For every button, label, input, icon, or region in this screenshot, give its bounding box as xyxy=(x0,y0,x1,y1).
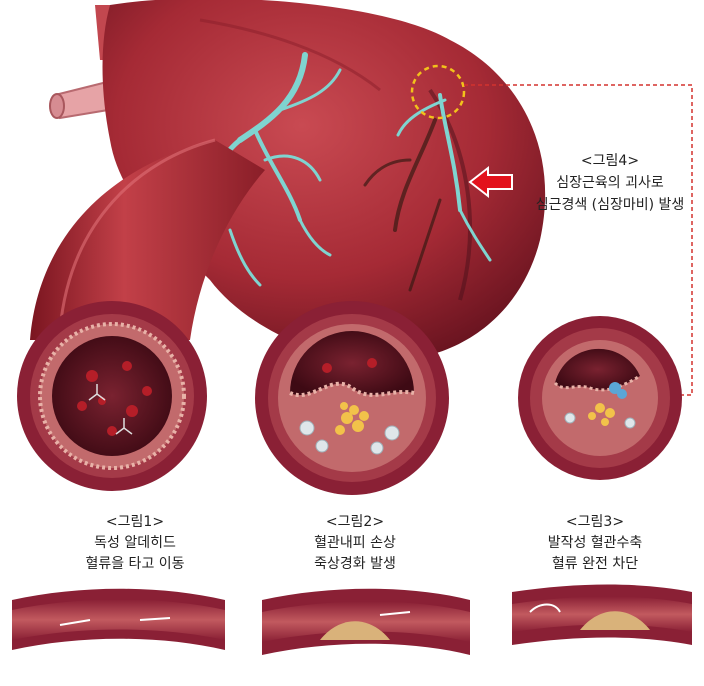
caption-fig2-title: <그림2> xyxy=(255,512,455,533)
longitudinal-vessel-2 xyxy=(262,589,470,655)
caption-fig1-line2: 혈류을 타고 이동 xyxy=(40,554,230,575)
caption-fig1: <그림1> 독성 알데히드 혈류을 타고 이동 xyxy=(40,512,230,575)
cross-section-3 xyxy=(518,316,682,480)
longitudinal-vessel-1 xyxy=(12,589,225,650)
cross-section-1 xyxy=(17,301,207,491)
caption-fig1-line1: 독성 알데히드 xyxy=(40,533,230,554)
caption-fig3-line2: 혈류 완전 차단 xyxy=(500,554,690,575)
caption-fig4-line1: 심장근육의 괴사로 xyxy=(520,172,700,194)
caption-fig1-title: <그림1> xyxy=(40,512,230,533)
caption-fig3: <그림3> 발작성 혈관수축 혈류 완전 차단 xyxy=(500,512,690,575)
caption-fig3-line1: 발작성 혈관수축 xyxy=(500,533,690,554)
caption-fig3-title: <그림3> xyxy=(500,512,690,533)
longitudinal-vessel-3 xyxy=(512,585,692,646)
caption-fig2-line1: 혈관내피 손상 xyxy=(255,533,455,554)
caption-fig4: <그림4> 심장근육의 괴사로 심근경색 (심장마비) 발생 xyxy=(520,150,700,216)
caption-fig2-line2: 죽상경화 발생 xyxy=(255,554,455,575)
caption-fig2: <그림2> 혈관내피 손상 죽상경화 발생 xyxy=(255,512,455,575)
cross-section-2 xyxy=(255,301,449,495)
caption-fig4-title: <그림4> xyxy=(520,150,700,172)
caption-fig4-line2: 심근경색 (심장마비) 발생 xyxy=(520,194,700,216)
